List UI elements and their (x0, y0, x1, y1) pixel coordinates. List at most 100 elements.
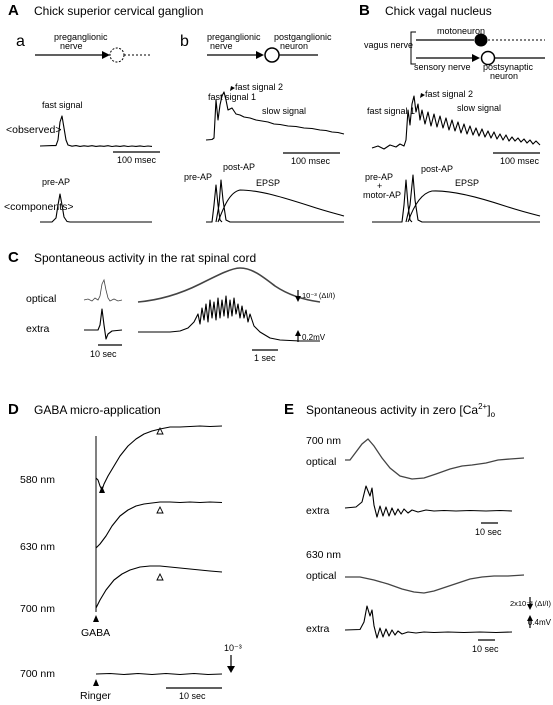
vagal-scale-label: 100 msec (500, 156, 540, 166)
d-cal-arrow-icon (227, 666, 235, 673)
e-extra2-trace (344, 605, 513, 639)
e-extra2-label: extra (306, 623, 330, 635)
d-700-label: 700 nm (20, 603, 55, 615)
a-preganglionic-label: preganglionic (54, 32, 108, 42)
d-cal-label: 10⁻³ (224, 643, 242, 653)
postsynaptic-neuron-label: neuron (490, 71, 518, 81)
vagal-post-ap-label: post-AP (421, 164, 453, 174)
vagal-plus-label: + (377, 181, 382, 191)
d-gaba-arrow-icon (93, 615, 99, 622)
c-optical-short-trace (83, 278, 123, 302)
e-extra1-label: extra (306, 505, 330, 517)
e-optical2-trace (345, 574, 525, 594)
a-nerve-label: nerve (60, 41, 83, 51)
panel-a-sub-b: b (180, 33, 189, 50)
e-optical1-label: optical (306, 456, 336, 468)
c-cal-optical-arrow-icon (295, 296, 301, 302)
d-scale-label: 10 sec (179, 691, 206, 701)
e-cal-extra-label: 0.4mV (528, 618, 552, 627)
e-cal-optical-label: 2x10⁻³ (ΔI/I) (510, 599, 552, 608)
e-extra1-trace (344, 485, 513, 518)
d-700-open-marker (156, 572, 164, 581)
vagal-fast-signal-2-label: fast signal 2 (425, 89, 473, 99)
e-cal-extra (527, 615, 533, 628)
d-700b-label: 700 nm (20, 668, 55, 680)
c-optical-label: optical (26, 293, 56, 305)
panel-c-letter: C (8, 249, 19, 266)
vagal-motor-ap-label: motor-AP (363, 190, 401, 200)
vagal-fast-signal-2-arrow (420, 93, 425, 98)
b-pre-ap-label: pre-AP (184, 172, 212, 182)
e-630-label: 630 nm (306, 549, 341, 561)
e-optical1-trace (345, 438, 525, 480)
d-700-trace (95, 565, 223, 609)
d-630-label: 630 nm (20, 541, 55, 553)
vagal-components-post-ap (405, 174, 540, 223)
d-630-open-marker (156, 505, 164, 514)
vagal-components-pre-ap (372, 179, 413, 223)
b-components-pre-ap (206, 184, 223, 223)
a-components-trace (40, 193, 152, 223)
d-580-label: 580 nm (20, 474, 55, 486)
panel-b-title: Chick vagal nucleus (385, 4, 492, 18)
vagus-nerve-label: vagus nerve (364, 40, 413, 50)
d-580-trace (95, 425, 223, 491)
vagal-pre-ap-label: pre-AP (365, 172, 393, 182)
e-cal-optical-arrow-icon (527, 604, 533, 610)
sensory-nerve-label: sensory nerve (414, 62, 471, 72)
a-fast-signal-label: fast signal (42, 100, 83, 110)
c-cal-extra (295, 330, 301, 342)
postsynaptic-label: postsynaptic (483, 62, 534, 72)
b-neuron-label: neuron (280, 41, 308, 51)
vagal-epsp-label: EPSP (455, 178, 479, 188)
vagal-slow-signal-label: slow signal (457, 103, 501, 113)
b-preganglionic-label: preganglionic (207, 32, 261, 42)
vagal-fast-signal-1-label: fast signal 1 (367, 106, 415, 116)
d-580-open-marker (156, 426, 164, 435)
components-label: <components> (4, 201, 73, 213)
vagal-observed-trace (371, 95, 541, 150)
b-epsp-label: EPSP (256, 178, 280, 188)
panel-e-title: Spontaneous activity in zero [Ca2+]o (306, 402, 496, 419)
b-post-ap-label: post-AP (223, 162, 255, 172)
panel-a-sub-a: a (16, 33, 25, 50)
d-ringer-label: Ringer (80, 690, 111, 702)
panel-d-letter: D (8, 401, 19, 418)
b-fast-signal-1-label: fast signal 1 (208, 92, 256, 102)
vagal-schematic (410, 31, 545, 66)
a-pre-ap-label: pre-AP (42, 177, 70, 187)
b-fast-signal-2-label: fast signal 2 (235, 82, 283, 92)
c-cal-optical-label: 10⁻³ (ΔI/I) (302, 291, 336, 300)
a-schematic (35, 47, 152, 63)
c-optical-long-trace (137, 267, 321, 303)
c-extra-label: extra (26, 323, 50, 335)
b-postganglionic-label: postganglionic (274, 32, 332, 42)
panel-c-title: Spontaneous activity in the rat spinal c… (34, 251, 256, 265)
panel-a-title: Chick superior cervical ganglion (34, 4, 203, 18)
e-optical2-label: optical (306, 570, 336, 582)
d-gaba-label: GABA (81, 627, 110, 639)
e-cal-extra-arrow-icon (527, 615, 533, 621)
e-700-label: 700 nm (306, 435, 341, 447)
c-extra-short-trace (84, 308, 123, 340)
e-scale2-label: 10 sec (472, 644, 499, 654)
d-ringer-arrow-icon (93, 679, 99, 686)
panel-a-letter: A (8, 2, 19, 19)
a-scale-label: 100 msec (117, 155, 157, 165)
b-nerve-label: nerve (210, 41, 233, 51)
c-extra-long-trace (138, 295, 320, 342)
c-scale-right-label: 1 sec (254, 353, 276, 363)
d-630-trace (95, 501, 223, 549)
e-cal-optical (527, 597, 533, 610)
b-components-post-ap (215, 179, 344, 223)
b-fast-signal-2-arrow (230, 86, 235, 91)
b-components-epsp (217, 189, 345, 223)
vagal-components-epsp (407, 190, 541, 223)
b-slow-signal-label: slow signal (262, 106, 306, 116)
c-cal-extra-arrow-icon (295, 330, 301, 336)
d-ringer-trace (95, 672, 223, 676)
motoneuron-label: motoneuron (437, 26, 485, 36)
b-schematic (207, 47, 318, 63)
panel-d-title: GABA micro-application (34, 403, 161, 417)
c-scale-left-label: 10 sec (90, 349, 117, 359)
